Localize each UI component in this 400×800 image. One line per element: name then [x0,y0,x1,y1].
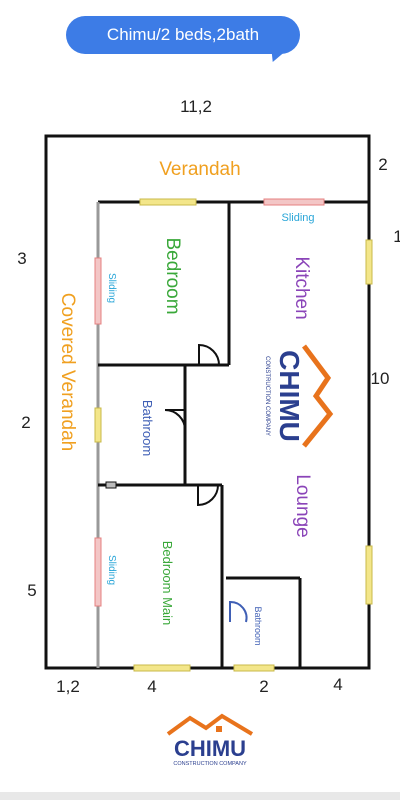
bedroom-main-window [133,664,191,672]
bottom-logo-roof-icon [166,713,254,736]
room-kitchen: Kitchen [291,256,312,319]
dim-right-edge: 1 [393,227,400,246]
outer-wall [44,134,371,670]
room-bedroom: Bedroom [162,237,183,314]
center-logo-name: CHIMU [274,350,305,442]
title-bubble: Chimu/2 beds,2bath [66,16,300,54]
plan-title: Chimu/2 beds,2bath [106,25,260,44]
room-covered-verandah: Covered Verandah [57,293,78,451]
label-sliding-main: Sliding [106,555,117,585]
bottom-logo-name: CHIMU [174,736,246,761]
bottom-logo: CHIMU CONSTRUCTION COMPANY [166,713,254,767]
verandah-window [139,198,197,206]
dim-top: 11,2 [180,97,212,116]
bedroom-main-door [197,484,219,507]
label-sliding-top: Sliding [281,212,314,224]
dim-right-middle: 10 [371,369,390,388]
kitchen-window [365,239,373,285]
small-bathroom-door [229,600,248,623]
room-verandah: Verandah [159,159,240,180]
bathroom-window-bottom [233,664,275,672]
dim-bottom-b: 2 [259,677,268,696]
bottom-logo-tagline: CONSTRUCTION COMPANY [173,761,247,767]
dim-bottom-left: 1,2 [56,677,80,696]
dim-right-top: 2 [378,155,387,174]
kitchen-sliding-door [263,198,325,206]
center-logo-tagline: CONSTRUCTION COMPANY [264,356,270,436]
bathroom-door [164,409,186,431]
bathroom-window [94,407,102,443]
dim-left-top: 3 [17,249,26,268]
center-logo: CHIMU CONSTRUCTION COMPANY [264,344,334,448]
dim-left-middle: 2 [21,413,30,432]
wall-marker [105,481,117,489]
room-lounge: Lounge [292,474,313,537]
dim-left-bottom: 5 [27,581,36,600]
bedroom-door [198,343,220,366]
bedroom-main-sliding-door [94,537,102,607]
dim-bottom-c: 4 [333,675,342,694]
room-bedroom-main: Bedroom Main [160,541,175,626]
center-logo-roof-icon [302,344,334,448]
lounge-window [365,545,373,605]
label-sliding-bedroom: Sliding [106,273,117,303]
room-bathroom-small: Bathroom [253,606,263,645]
bottom-bar [0,792,400,800]
bottom-logo-window-icon [216,726,222,732]
room-bathroom: Bathroom [140,400,155,456]
dim-bottom-a: 4 [147,677,156,696]
bedroom-sliding-door [94,257,102,325]
